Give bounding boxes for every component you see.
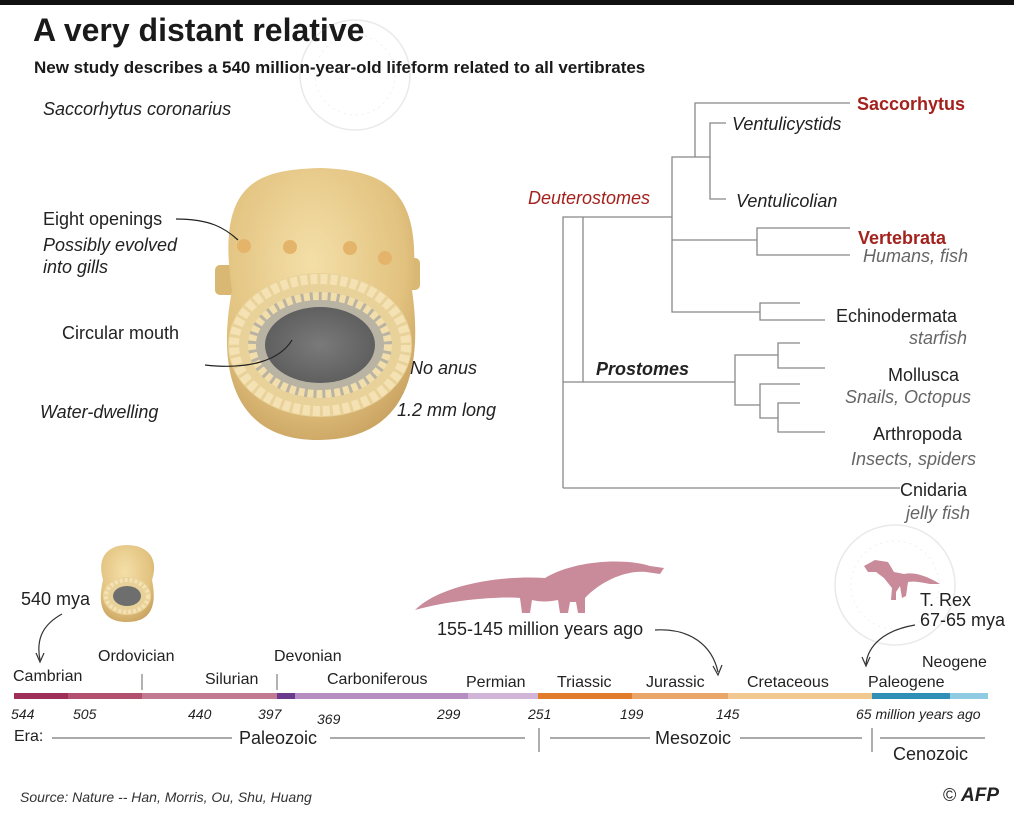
mouth-label: Circular mouth: [62, 323, 180, 343]
openings-label: Eight openings: [43, 209, 163, 229]
timeline-segment-devonian: [277, 693, 295, 699]
copyright-symbol: ©: [943, 785, 957, 805]
tree-arthropoda-sub: Insects, spiders: [851, 449, 977, 469]
period-cambrian: Cambrian: [13, 668, 83, 685]
period-carboniferous: Carboniferous: [327, 671, 428, 688]
period-silurian: Silurian: [205, 671, 259, 688]
trex-silhouette: [864, 560, 940, 600]
gills-label: Possibly evolved: [43, 235, 178, 255]
tree-arthropoda: Arthropoda: [873, 424, 963, 444]
saccorhytus-illustration: [215, 168, 420, 440]
tree-deuterostomes: Deuterostomes: [528, 188, 651, 208]
era-cenozoic: Cenozoic: [893, 744, 969, 764]
page-subtitle: New study describes a 540 million-year-o…: [34, 58, 646, 77]
timeline-segment-silurian: [142, 693, 277, 699]
tick-544: 544: [11, 706, 35, 722]
timeline-segment-cretaceous: [728, 693, 872, 699]
tick-251: 251: [528, 706, 552, 722]
gills-label-2: into gills: [43, 257, 109, 277]
tree-saccorhytus: Saccorhytus: [857, 94, 966, 114]
period-ordovician: Ordovician: [98, 648, 175, 665]
timeline-segment-triassic: [538, 693, 632, 699]
tick-440: 440: [188, 706, 212, 722]
tree-mollusca: Mollusca: [888, 365, 960, 385]
period-paleogene: Paleogene: [868, 674, 945, 691]
period-devonian: Devonian: [274, 648, 342, 665]
trex-label: T. Rex: [920, 590, 972, 610]
tick-199: 199: [620, 706, 644, 722]
tree-prostomes: Prostomes: [596, 359, 690, 379]
anus-label: No anus: [410, 358, 478, 378]
phylogenetic-tree: [562, 102, 900, 489]
tree-ventulicystids: Ventulicystids: [732, 114, 842, 134]
period-neogene: Neogene: [922, 654, 987, 671]
timeline-segment-jurassic: [632, 693, 728, 699]
tree-echinodermata: Echinodermata: [836, 306, 958, 326]
period-triassic: Triassic: [557, 674, 612, 691]
period-jurassic: Jurassic: [646, 674, 705, 691]
timeline-segment-permian: [468, 693, 538, 699]
timeline-segment-neogene: [950, 693, 988, 699]
timeline-segment-cambrian: [14, 693, 68, 699]
mya-540-label: 540 mya: [21, 589, 91, 609]
watermark-ball-1: [299, 19, 411, 131]
tree-ventulicolian: Ventulicolian: [736, 191, 838, 211]
page-title: A very distant relative: [33, 12, 365, 48]
era-mesozoic: Mesozoic: [655, 728, 732, 748]
watermark-ball-2: [834, 524, 956, 646]
era-label: Era:: [14, 728, 44, 745]
tick-397: 397: [258, 706, 282, 722]
tick-299: 299: [437, 706, 461, 722]
period-permian: Permian: [466, 674, 526, 691]
tick-145: 145: [716, 706, 740, 722]
afp-logo: AFP: [961, 785, 999, 806]
tree-vertebrata: Vertebrata: [858, 228, 947, 248]
period-cretaceous: Cretaceous: [747, 674, 829, 691]
tree-cnidaria: Cnidaria: [900, 480, 968, 500]
saccorhytus-small-illustration: [100, 545, 155, 622]
era-paleozoic: Paleozoic: [239, 728, 318, 748]
timeline-segment-carboniferous: [295, 693, 468, 699]
species-name: Saccorhytus coronarius: [43, 99, 232, 119]
tree-cnidaria-sub: jelly fish: [906, 503, 971, 523]
sauropod-silhouette: [415, 561, 664, 613]
water-label: Water-dwelling: [40, 402, 159, 422]
period-ticks: [141, 674, 278, 690]
tick-505: 505: [73, 706, 97, 722]
tick-65: 65 million years ago: [856, 706, 981, 722]
timeline-segment-paleogene: [872, 693, 950, 699]
timeline-segment-ordovician: [68, 693, 142, 699]
tree-echinodermata-sub: starfish: [909, 328, 968, 348]
tick-369: 369: [317, 711, 341, 727]
trex-date-label: 67-65 mya: [920, 610, 1006, 630]
era-lines: [52, 728, 985, 752]
tree-mollusca-sub: Snails, Octopus: [845, 387, 972, 407]
timeline-bar: [14, 693, 988, 699]
sauropod-label: 155-145 million years ago: [437, 619, 644, 639]
top-bar: [0, 0, 1014, 5]
tree-vertebrata-sub: Humans, fish: [863, 246, 969, 266]
source-note: Source: Nature -- Han, Morris, Ou, Shu, …: [20, 789, 312, 805]
size-label: 1.2 mm long: [397, 400, 497, 420]
